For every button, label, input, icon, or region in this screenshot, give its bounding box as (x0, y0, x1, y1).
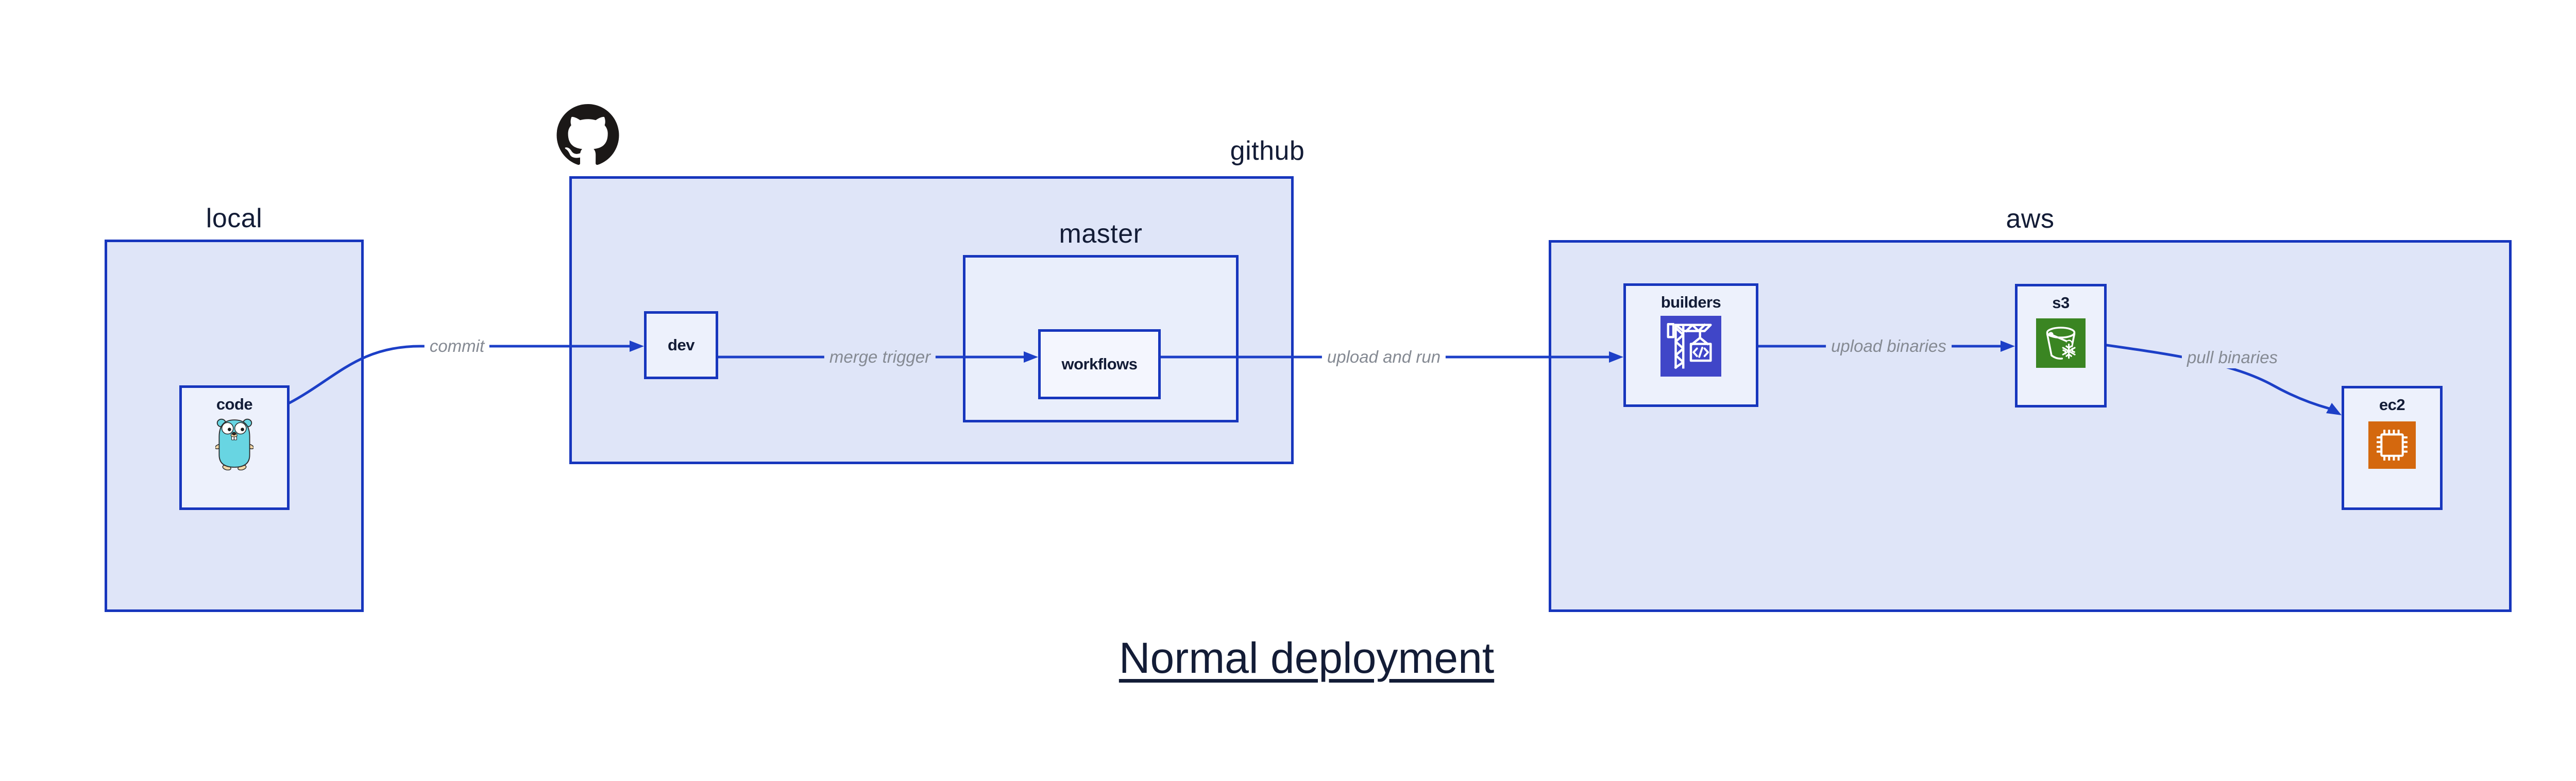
local-container-label: local (206, 203, 263, 233)
edge-label-pull-binaries: pull binaries (2181, 347, 2283, 368)
ec2-node: ec2 (2342, 386, 2443, 510)
ec2-node-label: ec2 (2379, 396, 2405, 414)
github-logo-icon (556, 104, 620, 169)
edge-label-commit: commit (424, 335, 490, 357)
s3-node-label: s3 (2052, 294, 2070, 312)
diagram-title: Normal deployment (1118, 634, 1495, 682)
code-node-label: code (216, 395, 253, 413)
go-gopher-icon (214, 417, 255, 473)
crane-codebuild-icon (1660, 316, 1721, 379)
code-node: code (179, 385, 290, 510)
s3-glacier-bucket-icon (2036, 318, 2086, 370)
ec2-chip-icon (2368, 421, 2416, 471)
edge-label-upload-binaries: upload binaries (1826, 335, 1952, 357)
aws-container-label: aws (2006, 204, 2055, 234)
dev-node: dev (644, 311, 718, 379)
s3-node: s3 (2015, 284, 2107, 408)
dev-node-label: dev (668, 336, 694, 354)
builders-node-label: builders (1660, 293, 1721, 311)
workflows-node: workflows (1038, 329, 1161, 399)
workflows-node-label: workflows (1061, 355, 1138, 373)
builders-node: builders (1623, 283, 1758, 407)
github-container-label: github (1230, 136, 1305, 166)
master-container-label: master (1059, 219, 1143, 249)
edge-label-upload-and-run: upload and run (1321, 346, 1446, 368)
edge-label-merge-trigger: merge trigger (824, 346, 936, 368)
